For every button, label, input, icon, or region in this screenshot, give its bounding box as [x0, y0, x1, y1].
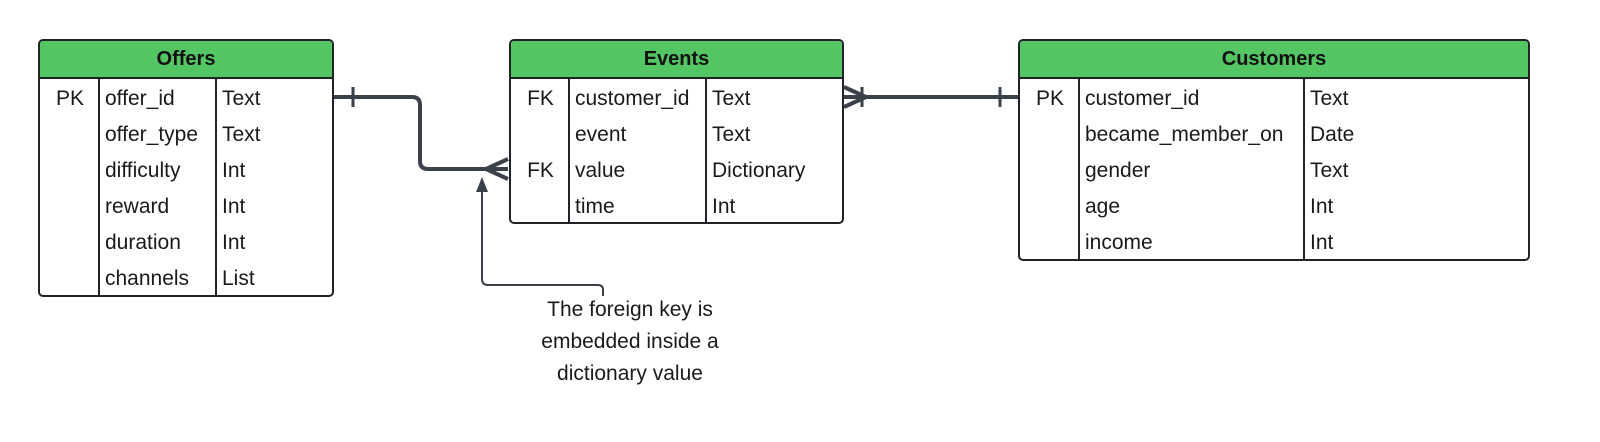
field-name-cell: income — [1085, 231, 1153, 254]
column-divider — [705, 79, 707, 222]
table-row[interactable]: time Int — [511, 189, 842, 222]
annotation-line — [481, 188, 604, 296]
field-name-cell: value — [575, 159, 626, 182]
note-line: dictionary value — [557, 362, 703, 385]
entity-customers-title: Customers — [1020, 41, 1528, 79]
field-type-cell: Text — [1310, 87, 1349, 110]
entity-customers[interactable]: Customers PK customer_id Text became_mem… — [1018, 39, 1530, 261]
field-name-cell: age — [1085, 195, 1121, 218]
column-divider — [215, 79, 217, 295]
column-divider — [1078, 79, 1080, 259]
field-name-cell: event — [575, 123, 627, 146]
key-cell: PK — [55, 87, 84, 110]
column-divider — [98, 79, 100, 295]
table-row[interactable]: offer_type Text — [40, 117, 332, 153]
entity-events-body: FK customer_id Text event Text FK value … — [511, 79, 842, 222]
entity-customers-body: PK customer_id Text became_member_on Dat… — [1020, 79, 1528, 259]
relationship-offers-events[interactable] — [334, 87, 509, 181]
table-row[interactable]: gender Text — [1020, 153, 1528, 189]
table-row[interactable]: PK offer_id Text — [40, 81, 332, 117]
field-type-cell: Text — [222, 87, 261, 110]
field-type-cell: Int — [222, 195, 246, 218]
note-line: embedded inside a — [541, 330, 719, 353]
field-type-cell: Int — [222, 231, 246, 254]
field-type-cell: Int — [222, 159, 246, 182]
table-row[interactable]: PK customer_id Text — [1020, 81, 1528, 117]
table-row[interactable]: difficulty Int — [40, 153, 332, 189]
field-name-cell: offer_id — [105, 87, 175, 110]
field-name-cell: time — [575, 195, 615, 218]
field-name-cell: difficulty — [105, 159, 181, 182]
field-type-cell: Int — [712, 195, 736, 218]
table-row[interactable]: channels List — [40, 261, 332, 295]
table-row[interactable]: FK customer_id Text — [511, 81, 842, 117]
field-type-cell: Date — [1310, 123, 1355, 146]
field-name-cell: gender — [1085, 159, 1151, 182]
field-name-cell: customer_id — [575, 87, 690, 110]
entity-offers-title: Offers — [40, 41, 332, 79]
column-divider — [568, 79, 570, 222]
table-row[interactable]: became_member_on Date — [1020, 117, 1528, 153]
field-type-cell: Text — [1310, 159, 1349, 182]
field-name-cell: customer_id — [1085, 87, 1200, 110]
field-name-cell: channels — [105, 267, 190, 290]
field-type-cell: Int — [1310, 231, 1334, 254]
field-name-cell: offer_type — [105, 123, 199, 146]
table-row[interactable]: reward Int — [40, 189, 332, 225]
table-row[interactable]: age Int — [1020, 189, 1528, 225]
entity-offers[interactable]: Offers PK offer_id Text offer_type Text … — [38, 39, 334, 297]
field-type-cell: List — [222, 267, 255, 290]
entity-events-title: Events — [511, 41, 842, 79]
field-name-cell: duration — [105, 231, 181, 254]
column-divider — [1303, 79, 1305, 259]
relationship-customers-events[interactable] — [843, 85, 1018, 109]
table-row[interactable]: event Text — [511, 117, 842, 153]
entity-offers-body: PK offer_id Text offer_type Text difficu… — [40, 79, 332, 295]
field-type-cell: Text — [712, 87, 751, 110]
field-type-cell: Text — [712, 123, 751, 146]
crows-foot-many-marker — [485, 157, 509, 181]
key-cell: FK — [527, 87, 554, 110]
table-row[interactable]: duration Int — [40, 225, 332, 261]
table-row[interactable]: FK value Dictionary — [511, 153, 842, 189]
entity-events[interactable]: Events FK customer_id Text event Text FK… — [509, 39, 844, 224]
field-type-cell: Text — [222, 123, 261, 146]
connector-line — [334, 95, 508, 171]
field-type-cell: Int — [1310, 195, 1334, 218]
note-line: The foreign key is — [547, 298, 713, 321]
table-row[interactable]: income Int — [1020, 225, 1528, 259]
key-cell: PK — [1035, 87, 1064, 110]
arrowhead-icon — [476, 177, 488, 192]
field-name-cell: became_member_on — [1085, 123, 1284, 146]
key-cell: FK — [527, 159, 554, 182]
annotation-note: The foreign key is embedded inside a dic… — [500, 294, 760, 390]
annotation-arrow — [476, 177, 604, 296]
field-name-cell: reward — [105, 195, 170, 218]
field-type-cell: Dictionary — [712, 159, 806, 182]
